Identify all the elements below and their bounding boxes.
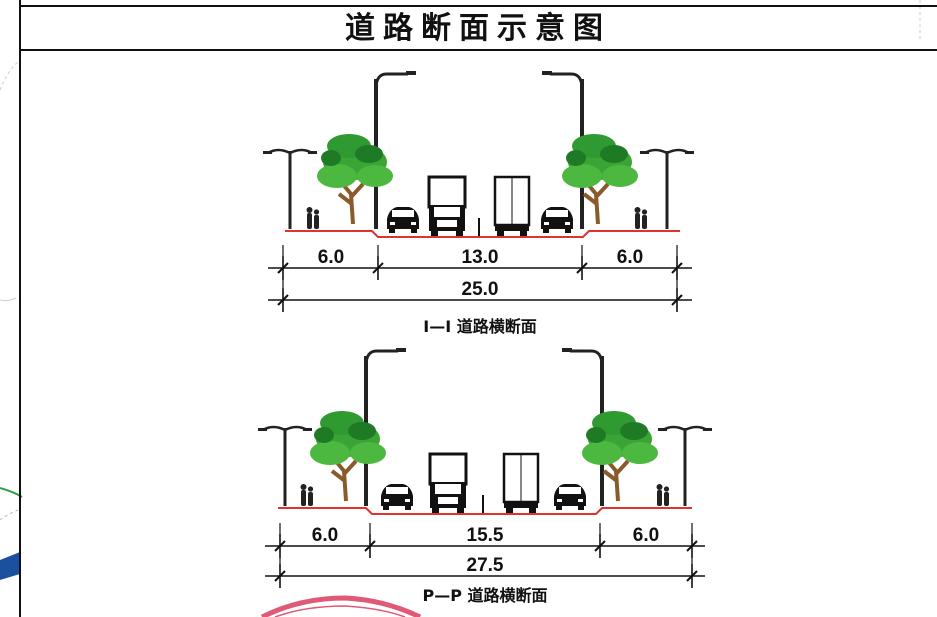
- diagram-title: 道路断面示意图: [345, 11, 611, 46]
- truck-left: [427, 175, 467, 238]
- dimension-label-total: 25.0: [462, 279, 499, 300]
- pedestrians-left: [306, 207, 320, 229]
- dimension-label-sidewalk-right: 6.0: [617, 247, 643, 268]
- title-block: 道路断面示意图: [19, 0, 937, 617]
- dimension-label-sidewalk-right: 6.0: [633, 525, 659, 546]
- dimension-label-roadway: 13.0: [462, 247, 499, 268]
- car-left: [381, 484, 413, 510]
- dimension-label-sidewalk-left: 6.0: [312, 525, 338, 546]
- section-caption: P—P 道路横断面: [422, 586, 547, 605]
- section-caption: I—I 道路横断面: [423, 317, 536, 336]
- pedestrians-left: [300, 484, 314, 506]
- tree-left: [315, 132, 395, 226]
- seal-stamp: [260, 595, 422, 617]
- cross-section-2: 6.0 15.5 6.0 27.5 P—P 道路横断面: [256, 346, 714, 605]
- dimension-label-sidewalk-left: 6.0: [318, 247, 344, 268]
- dimension-label-total: 27.5: [467, 555, 504, 576]
- car-right: [541, 207, 573, 233]
- pedestrians-right: [656, 484, 670, 506]
- cross-section-1: 6.0 13.0 6.0 25.0 I—I 道路横断面: [261, 69, 696, 336]
- lamp-right-small: [638, 148, 696, 231]
- truck-right: [502, 452, 540, 515]
- truck-left: [428, 452, 468, 515]
- dimension-lines: [268, 245, 692, 313]
- car-right: [554, 484, 586, 510]
- truck-right: [493, 175, 531, 238]
- dimension-lines: [265, 523, 705, 589]
- road-profile: [285, 230, 680, 238]
- pedestrians-right: [634, 207, 648, 229]
- tree-left: [308, 409, 388, 503]
- dimension-label-roadway: 15.5: [467, 525, 504, 546]
- road-profile: [278, 507, 692, 515]
- tree-right: [580, 409, 660, 503]
- tree-right: [560, 132, 640, 226]
- car-left: [387, 207, 419, 233]
